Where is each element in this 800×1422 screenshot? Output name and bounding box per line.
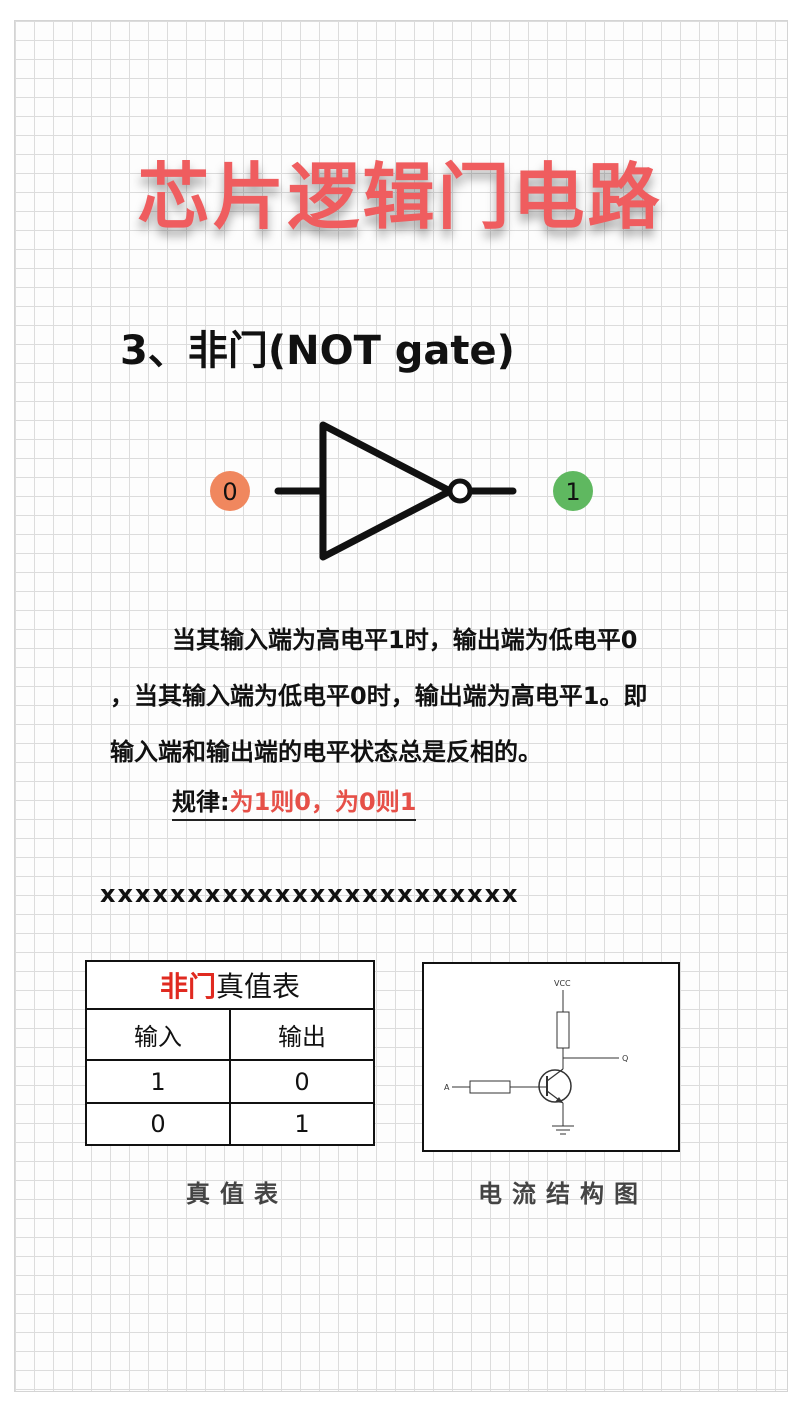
- truth-table-header-output: 输出: [229, 1007, 375, 1062]
- truth-table: 非门真值表 输入 输出 1 0 0 1: [85, 960, 375, 1147]
- description-line-2: ，当其输入端为低电平0时，输出端为高电平1。即: [110, 682, 648, 710]
- input-label: A: [444, 1083, 450, 1092]
- output-label: Q: [622, 1054, 628, 1063]
- emitter-arrow: [555, 1097, 563, 1103]
- rule: 规律:为1则0，为0则1: [172, 782, 417, 821]
- description-line-3: 输入端和输出端的电平状态总是反相的。: [110, 738, 542, 766]
- truth-table-header-row: 输入 输出: [85, 1007, 375, 1062]
- truth-table-title-rest: 真值表: [216, 970, 301, 1003]
- truth-table-title-row: 非门真值表: [85, 960, 375, 1010]
- page-title: 芯片逻辑门电路: [137, 155, 663, 239]
- separator: xxxxxxxxxxxxxxxxxxxxxxxx: [100, 880, 520, 908]
- collector-resistor: [556, 1011, 570, 1049]
- rule-label: 规律:: [172, 788, 230, 816]
- truth-table-caption: 真值表: [186, 1180, 288, 1208]
- table-row: 0 1: [85, 1101, 375, 1147]
- output-value-label: 1: [565, 478, 580, 506]
- section-title: 3、非门(NOT gate): [120, 328, 515, 374]
- truth-table-gate-name: 非门: [159, 970, 216, 1003]
- base-resistor: [469, 1080, 511, 1094]
- rule-value: 为1则0，为0则1: [229, 788, 417, 816]
- vcc-label: VCC: [554, 979, 571, 988]
- truth-table-title: 非门真值表: [85, 960, 375, 1010]
- input-value-label: 0: [222, 478, 237, 506]
- circuit-diagram-box: VCC Q A: [422, 962, 680, 1152]
- table-cell: 1: [229, 1101, 375, 1147]
- table-cell: 1: [85, 1059, 231, 1104]
- table-cell: 0: [229, 1059, 375, 1104]
- table-cell: 0: [85, 1101, 231, 1147]
- output-value-circle: [553, 471, 593, 511]
- circuit-caption: 电流结构图: [478, 1180, 648, 1208]
- description-line-1: 当其输入端为高电平1时，输出端为低电平0: [172, 626, 638, 654]
- grid-background: [14, 20, 788, 1392]
- transistor-circuit-diagram: VCC Q A: [444, 979, 628, 1135]
- transistor-collector: [546, 1068, 564, 1082]
- gate-triangle: [319, 421, 454, 561]
- description: 当其输入端为高电平1时，输出端为低电平0 ，当其输入端为低电平0时，输出端为高电…: [110, 612, 690, 780]
- table-row: 1 0: [85, 1059, 375, 1104]
- not-gate-diagram: 0 1: [210, 421, 593, 561]
- truth-table-header-input: 输入: [85, 1007, 231, 1062]
- inversion-bubble: [447, 478, 473, 504]
- input-value-circle: [210, 471, 250, 511]
